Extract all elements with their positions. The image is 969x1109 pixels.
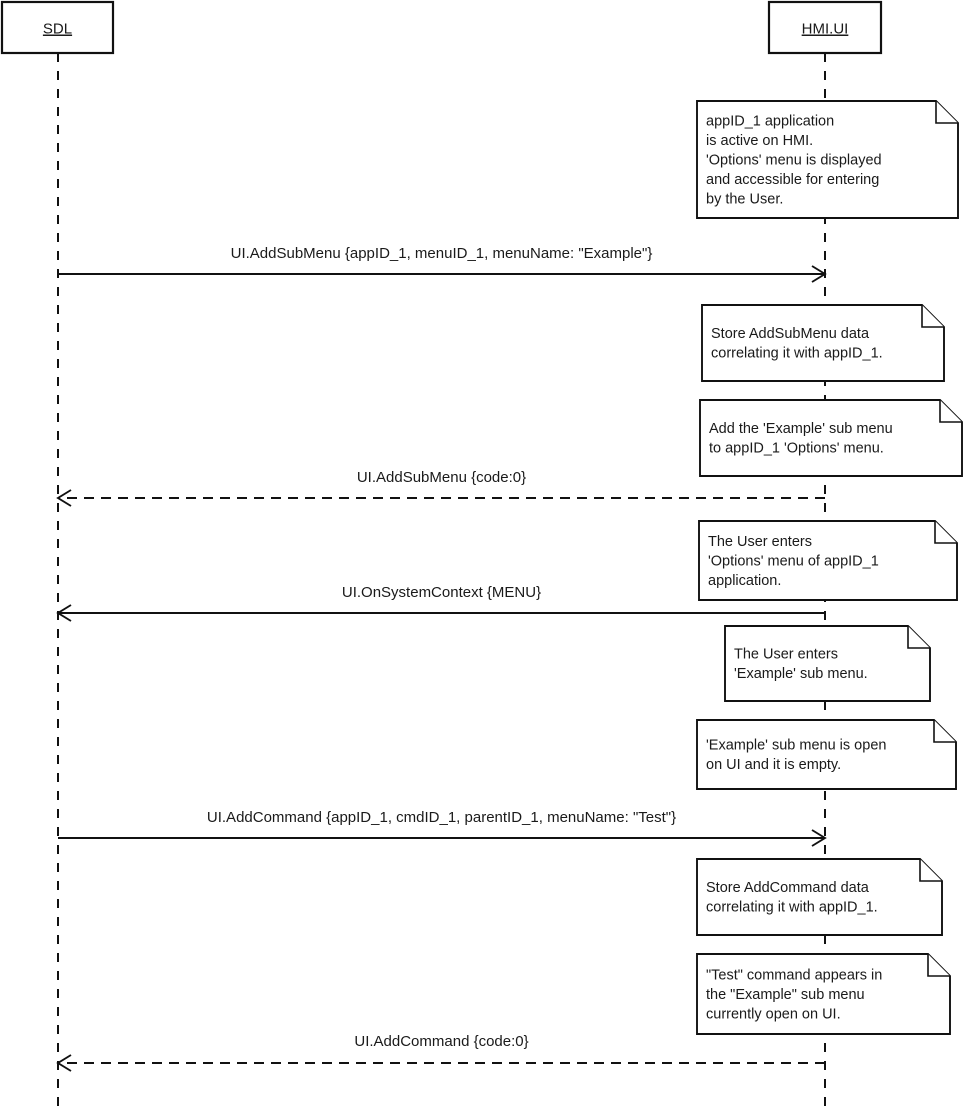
note-line: is active on HMI.	[706, 133, 813, 149]
note-line: on UI and it is empty.	[706, 757, 841, 773]
note-line: The User enters	[734, 647, 838, 663]
note-fold-corner-icon	[921, 305, 944, 328]
note-body	[696, 953, 951, 1035]
note-line: 'Options' menu of appID_1	[708, 553, 879, 569]
note-line: The User enters	[708, 534, 812, 550]
note-body	[701, 304, 945, 382]
note-fold-corner-icon	[927, 954, 950, 977]
note-body	[698, 520, 958, 601]
note-line: 'Example' sub menu.	[734, 666, 868, 682]
note-line: appID_1 application	[706, 113, 834, 129]
lifeline-sdl[interactable]: SDL	[0, 0, 115, 1107]
note-body	[696, 858, 943, 936]
note-body	[696, 719, 957, 790]
note-line: by the User.	[706, 191, 783, 207]
note-n2[interactable]: Store AddSubMenu data correlating it with…	[701, 304, 945, 382]
note-n6[interactable]: 'Example' sub menu is open on UI and it i…	[696, 719, 957, 790]
message-label: UI.AddSubMenu {code:0}	[357, 469, 526, 486]
lifeline-label-hmiui: HMI.UI	[802, 21, 849, 38]
note-line: 'Example' sub menu is open	[706, 738, 886, 754]
note-line: Add the 'Example' sub menu	[709, 421, 893, 437]
note-line: and accessible for entering	[706, 172, 879, 188]
message-m3[interactable]: UI.OnSystemContext {MENU}	[56, 584, 825, 622]
note-body	[696, 100, 959, 219]
note-line: "Test" command appears in	[706, 967, 882, 983]
note-fold-corner-icon	[907, 626, 930, 649]
note-line: to appID_1 'Options' menu.	[709, 441, 884, 457]
note-n7[interactable]: Store AddCommand data correlating it with…	[696, 858, 943, 936]
message-label: UI.OnSystemContext {MENU}	[342, 584, 541, 601]
note-fold-corner-icon	[939, 400, 962, 423]
note-n1[interactable]: appID_1 application is active on HMI. 'Opt…	[696, 100, 959, 219]
message-label: UI.AddSubMenu {appID_1, menuID_1, menuNa…	[231, 245, 653, 262]
message-m1[interactable]: UI.AddSubMenu {appID_1, menuID_1, menuNa…	[58, 245, 827, 283]
note-line: correlating it with appID_1.	[706, 900, 878, 916]
note-fold-corner-icon	[919, 859, 942, 882]
lifeline-box-sdl[interactable]	[0, 0, 115, 55]
note-line: the "Example" sub menu	[706, 987, 865, 1003]
note-n4[interactable]: The User enters 'Options' menu of appID_1…	[698, 520, 958, 601]
message-arrowhead-icon	[56, 489, 72, 507]
lifeline-label-sdl: SDL	[43, 21, 72, 38]
note-fold-corner-icon	[934, 521, 957, 544]
message-arrowhead-icon	[56, 604, 72, 622]
note-n8[interactable]: "Test" command appears in the "Example" s…	[696, 953, 951, 1035]
note-fold-corner-icon	[933, 720, 956, 743]
note-line: currently open on UI.	[706, 1006, 841, 1022]
lifeline-box-hmiui[interactable]	[767, 0, 883, 55]
message-label: UI.AddCommand {code:0}	[354, 1033, 528, 1050]
note-body	[724, 625, 931, 702]
note-line: 'Options' menu is displayed	[706, 152, 882, 168]
message-m2[interactable]: UI.AddSubMenu {code:0}	[56, 469, 825, 507]
message-arrowhead-icon	[811, 265, 827, 283]
message-m5[interactable]: UI.AddCommand {code:0}	[56, 1033, 825, 1072]
note-n5[interactable]: The User enters 'Example' sub menu.	[724, 625, 931, 702]
note-body	[699, 399, 963, 477]
message-arrowhead-icon	[811, 829, 827, 847]
messages-layer: UI.AddSubMenu {appID_1, menuID_1, menuNa…	[56, 245, 827, 1072]
note-line: correlating it with appID_1.	[711, 346, 883, 362]
note-line: Store AddSubMenu data	[711, 326, 870, 342]
note-line: Store AddCommand data	[706, 880, 870, 896]
message-m4[interactable]: UI.AddCommand {appID_1, cmdID_1, parentI…	[58, 809, 827, 847]
note-line: application.	[708, 573, 781, 589]
message-label: UI.AddCommand {appID_1, cmdID_1, parentI…	[207, 809, 676, 826]
notes-layer: appID_1 application is active on HMI. 'Opt…	[696, 100, 963, 1035]
message-arrowhead-icon	[56, 1054, 72, 1072]
note-fold-corner-icon	[935, 101, 958, 124]
note-n3[interactable]: Add the 'Example' sub menu to appID_1 'Op…	[699, 399, 963, 477]
